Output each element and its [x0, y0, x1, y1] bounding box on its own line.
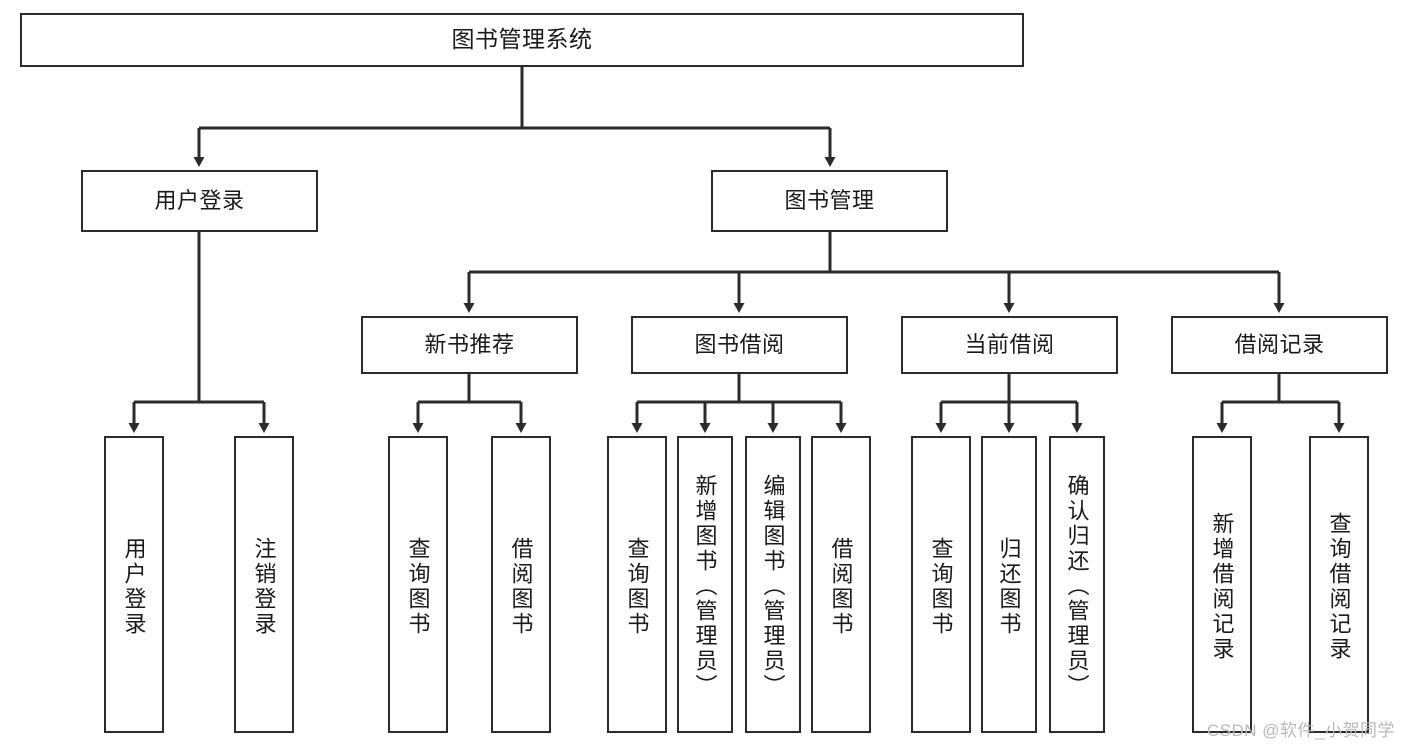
- node-label: 归还图书: [996, 536, 1022, 637]
- node-leaf-return-book[interactable]: 归还图书: [981, 436, 1037, 733]
- node-label: 新增图书（管理员）: [692, 474, 718, 699]
- node-leaf-confirm-return[interactable]: 确认归还（管理员）: [1049, 436, 1105, 733]
- node-leaf-query-book-2[interactable]: 查询图书: [607, 436, 667, 733]
- node-leaf-query-record[interactable]: 查询借阅记录: [1309, 436, 1369, 733]
- node-label: 图书借阅: [694, 332, 785, 358]
- node-label: 借阅记录: [1234, 332, 1325, 358]
- node-label: 编辑图书（管理员）: [760, 474, 786, 699]
- node-leaf-query-book-1[interactable]: 查询图书: [388, 436, 448, 733]
- node-leaf-borrow-book-1[interactable]: 借阅图书: [491, 436, 551, 733]
- node-label: 用户登录: [154, 188, 245, 214]
- node-user-login[interactable]: 用户登录: [81, 170, 318, 232]
- node-leaf-user-login[interactable]: 用户登录: [104, 436, 164, 733]
- node-label: 新书推荐: [424, 332, 515, 358]
- node-label: 注销登录: [251, 536, 277, 637]
- node-label: 用户登录: [121, 536, 147, 637]
- node-label: 图书管理系统: [451, 26, 593, 53]
- node-book-manage[interactable]: 图书管理: [711, 170, 948, 232]
- node-leaf-edit-book[interactable]: 编辑图书（管理员）: [745, 436, 801, 733]
- node-leaf-borrow-book-2[interactable]: 借阅图书: [811, 436, 871, 733]
- node-label: 查询图书: [928, 536, 954, 637]
- node-book-borrow[interactable]: 图书借阅: [631, 316, 848, 374]
- node-root-system[interactable]: 图书管理系统: [20, 13, 1024, 67]
- node-label: 借阅图书: [508, 536, 534, 637]
- node-borrow-record[interactable]: 借阅记录: [1171, 316, 1388, 374]
- node-leaf-add-record[interactable]: 新增借阅记录: [1192, 436, 1252, 733]
- node-new-book-rec[interactable]: 新书推荐: [361, 316, 578, 374]
- node-label: 当前借阅: [964, 332, 1055, 358]
- node-label: 借阅图书: [828, 536, 854, 637]
- node-label: 图书管理: [784, 188, 875, 214]
- node-leaf-user-logout[interactable]: 注销登录: [234, 436, 294, 733]
- node-label: 新增借阅记录: [1209, 511, 1235, 662]
- node-label: 查询借阅记录: [1326, 511, 1352, 662]
- node-label: 查询图书: [405, 536, 431, 637]
- node-label: 查询图书: [624, 536, 650, 637]
- csdn-watermark: CSDN @软件_小贺同学: [1206, 721, 1395, 740]
- node-label: 确认归还（管理员）: [1064, 474, 1090, 699]
- node-current-borrow[interactable]: 当前借阅: [901, 316, 1118, 374]
- node-leaf-query-book-3[interactable]: 查询图书: [911, 436, 971, 733]
- node-leaf-add-book[interactable]: 新增图书（管理员）: [677, 436, 733, 733]
